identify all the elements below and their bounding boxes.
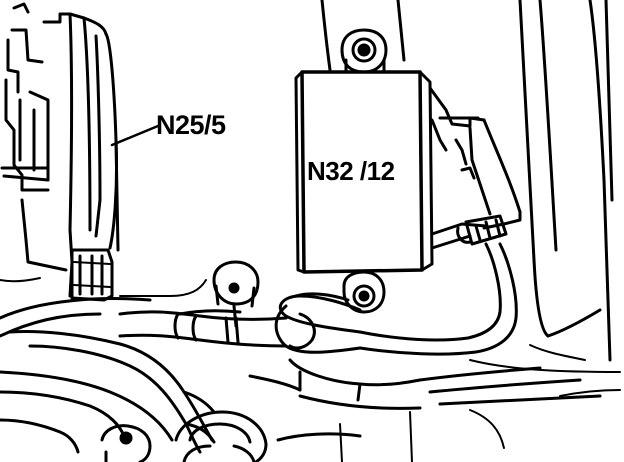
body-panel-icon [320,0,621,373]
wiring-harness-icon [0,242,602,454]
n25-5-bracket-icon [0,2,160,302]
body-floor-icon [0,277,621,462]
mounting-stud-icon [340,28,388,74]
grommet-icon [178,260,260,328]
n32-12-control-module-icon [294,70,522,274]
label-n32-12: N32 /12 [307,156,395,186]
round-fitting-icon [174,410,268,462]
bolt-icon [100,424,152,462]
label-n25-5: N25/5 [156,110,226,140]
